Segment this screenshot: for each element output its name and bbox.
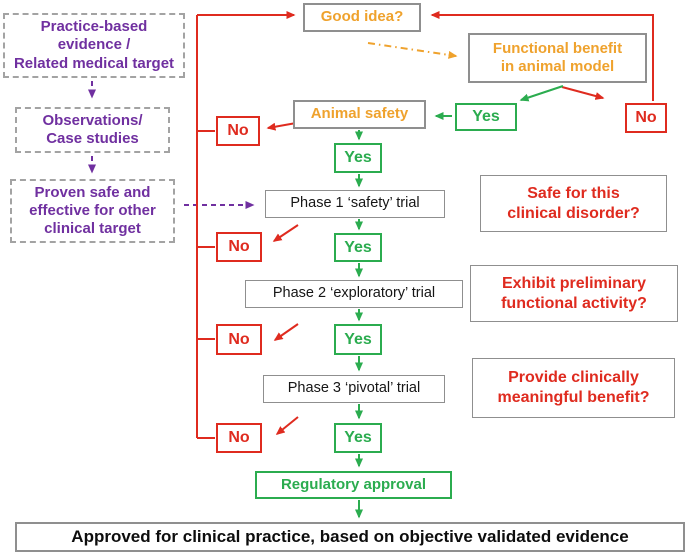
yes-box-phase2: Yes bbox=[334, 324, 382, 355]
arrow-goodidea-to-functional bbox=[367, 42, 458, 59]
yes-box-phase1: Yes bbox=[334, 233, 382, 262]
node-animal-safety: Animal safety bbox=[293, 100, 426, 129]
yes-box-phase3: Yes bbox=[334, 423, 382, 453]
node-approved-clinical-practice: Approved for clinical practice, based on… bbox=[15, 522, 685, 552]
node-practice-based-evidence: Practice-based evidence / Related medica… bbox=[3, 13, 185, 78]
no-box-animal-model: No bbox=[625, 103, 667, 133]
yes-box-animal-safety: Yes bbox=[334, 143, 382, 173]
node-regulatory-approval: Regulatory approval bbox=[255, 471, 452, 499]
no-box-phase2: No bbox=[216, 324, 262, 355]
arrow-phase2-to-no3 bbox=[273, 323, 299, 341]
arrow-phase3-to-no4 bbox=[275, 416, 299, 435]
node-good-idea: Good idea? bbox=[303, 3, 421, 32]
arrow-functional-to-yes bbox=[519, 85, 564, 102]
node-phase3-pivotal-trial: Phase 3 ‘pivotal’ trial bbox=[263, 375, 445, 403]
node-observations-case-studies: Observations/ Case studies bbox=[15, 107, 170, 153]
node-proven-safe-effective: Proven safe and effective for other clin… bbox=[10, 179, 175, 243]
no-box-phase3: No bbox=[216, 423, 262, 453]
node-phase2-exploratory-trial: Phase 2 ‘exploratory’ trial bbox=[245, 280, 463, 308]
no-box-animal-safety: No bbox=[216, 116, 260, 146]
question-preliminary-activity: Exhibit preliminary functional activity? bbox=[470, 265, 678, 322]
node-functional-benefit: Functional benefit in animal model bbox=[468, 33, 647, 83]
node-phase1-safety-trial: Phase 1 ‘safety’ trial bbox=[265, 190, 445, 218]
question-meaningful-benefit: Provide clinically meaningful benefit? bbox=[472, 358, 675, 418]
arrow-functional-to-no-right bbox=[561, 86, 605, 100]
red-right-trunk-to-goodidea bbox=[430, 11, 654, 101]
question-safe-for-disorder: Safe for this clinical disorder? bbox=[480, 175, 667, 232]
yes-box-animal-model: Yes bbox=[455, 103, 517, 131]
arrow-phase1-to-no2 bbox=[272, 224, 299, 242]
no-box-phase1: No bbox=[216, 232, 262, 262]
